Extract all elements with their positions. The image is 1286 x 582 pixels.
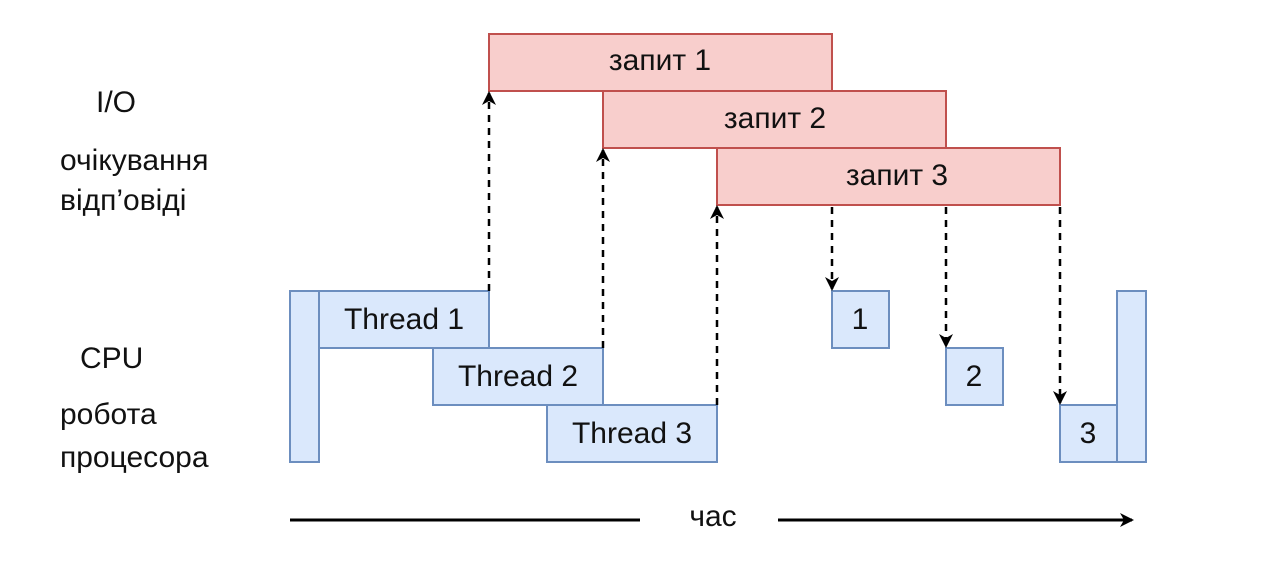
response-box (945, 347, 1004, 406)
cpu-start-bar (289, 290, 320, 463)
time-axis-label: час (689, 500, 736, 533)
io-request-box (602, 90, 947, 149)
response-box (1059, 404, 1118, 463)
thread-label: Thread 1 (344, 303, 464, 336)
io-request-1: запит 1 (488, 33, 833, 92)
thread-3: Thread 3 (546, 404, 718, 463)
response-1: 1 (831, 290, 890, 349)
io-request-box (488, 33, 833, 92)
thread-label: Thread 3 (572, 417, 692, 450)
response-box (831, 290, 890, 349)
io-request-2: запит 2 (602, 90, 947, 149)
thread-box (318, 290, 490, 349)
thread-1: Thread 1 (318, 290, 490, 349)
io-request-box (716, 147, 1061, 206)
response-label: 2 (966, 360, 983, 393)
io-description-line-2: відп’овіді (60, 184, 186, 217)
thread-box (546, 404, 718, 463)
thread-label: Thread 2 (458, 360, 578, 393)
cpu-end-bar (1116, 290, 1147, 463)
response-2: 2 (945, 347, 1004, 406)
io-request-label: запит 1 (609, 44, 711, 77)
cpu-description-line-1: робота (60, 398, 157, 431)
response-label: 1 (852, 303, 869, 336)
response-3: 3 (1059, 404, 1118, 463)
response-label: 3 (1080, 417, 1097, 450)
io-description-line-1: очікування (60, 144, 208, 177)
io-request-3: запит 3 (716, 147, 1061, 206)
cpu-description-line-2: процесора (60, 441, 209, 474)
thread-box (432, 347, 604, 406)
thread-2: Thread 2 (432, 347, 604, 406)
io-label: I/O (96, 86, 136, 119)
io-request-label: запит 2 (724, 102, 826, 135)
cpu-label: CPU (80, 342, 143, 375)
io-request-label: запит 3 (846, 159, 948, 192)
